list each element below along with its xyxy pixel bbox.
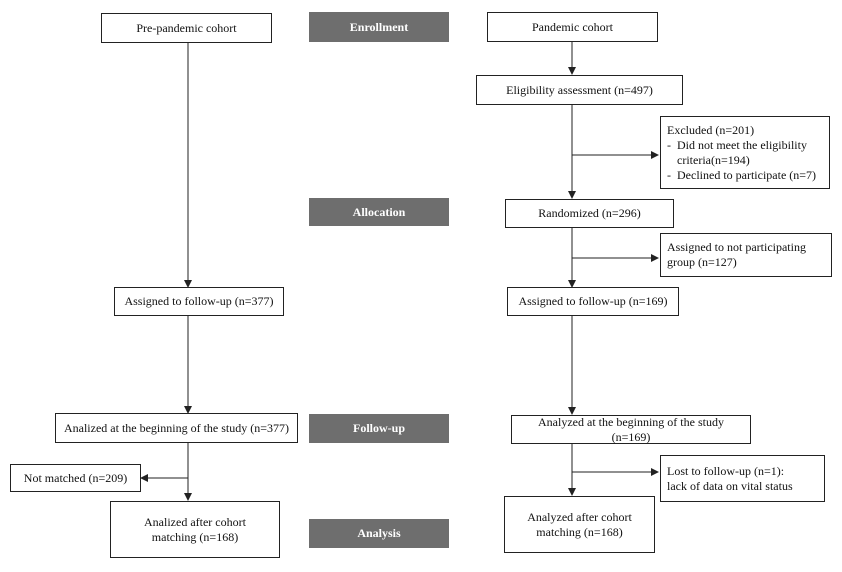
right-analyzed-after-line2: matching (n=168)	[536, 524, 623, 539]
lost-line1: Lost to follow-up (n=1):	[667, 463, 785, 478]
lost-to-follow-up-box: Lost to follow-up (n=1): lack of data on…	[660, 455, 825, 502]
stage-allocation: Allocation	[309, 198, 449, 226]
excluded-item-criteria: - Did not meet the eligibility criteria(…	[667, 138, 807, 168]
right-analyzed-after-line1: Analyzed after cohort	[527, 509, 632, 524]
right-assigned-follow-up-box: Assigned to follow-up (n=169)	[507, 287, 679, 316]
pandemic-cohort-box: Pandemic cohort	[487, 12, 658, 42]
pre-pandemic-cohort-box: Pre-pandemic cohort	[101, 13, 272, 43]
lost-line2: lack of data on vital status	[667, 478, 793, 493]
left-analized-after-line1: Analized after cohort	[144, 514, 246, 529]
not-participating-box: Assigned to not participating group (n=1…	[660, 233, 832, 277]
right-analyzed-beginning-box: Analyzed at the beginning of the study (…	[511, 415, 751, 444]
left-analized-after-line2: matching (n=168)	[151, 529, 239, 544]
right-analyzed-after-box: Analyzed after cohort matching (n=168)	[504, 496, 655, 553]
excluded-title: Excluded (n=201)	[667, 122, 755, 137]
excluded-item-bullet: -	[667, 167, 671, 182]
stage-analysis: Analysis	[309, 519, 449, 548]
not-participating-line1: Assigned to not participating	[667, 240, 806, 254]
excluded-box: Excluded (n=201) - Did not meet the elig…	[660, 116, 830, 189]
randomized-box: Randomized (n=296)	[505, 199, 674, 228]
left-analized-after-box: Analized after cohort matching (n=168)	[110, 501, 280, 558]
not-participating-line2: group (n=127)	[667, 255, 737, 269]
stage-follow-up: Follow-up	[309, 414, 449, 443]
left-analized-beginning-box: Analized at the beginning of the study (…	[55, 413, 298, 443]
excluded-criteria-line1: Did not meet the eligibility	[677, 137, 807, 152]
not-matched-box: Not matched (n=209)	[10, 464, 141, 492]
excluded-criteria-line2: criteria(n=194)	[677, 152, 750, 167]
eligibility-assessment-box: Eligibility assessment (n=497)	[476, 75, 683, 105]
stage-enrollment: Enrollment	[309, 12, 449, 42]
excluded-item-declined: - Declined to participate (n=7)	[667, 168, 816, 183]
left-assigned-follow-up-box: Assigned to follow-up (n=377)	[114, 287, 284, 316]
excluded-item-bullet: -	[667, 137, 671, 152]
excluded-declined-text: Declined to participate (n=7)	[677, 167, 817, 182]
